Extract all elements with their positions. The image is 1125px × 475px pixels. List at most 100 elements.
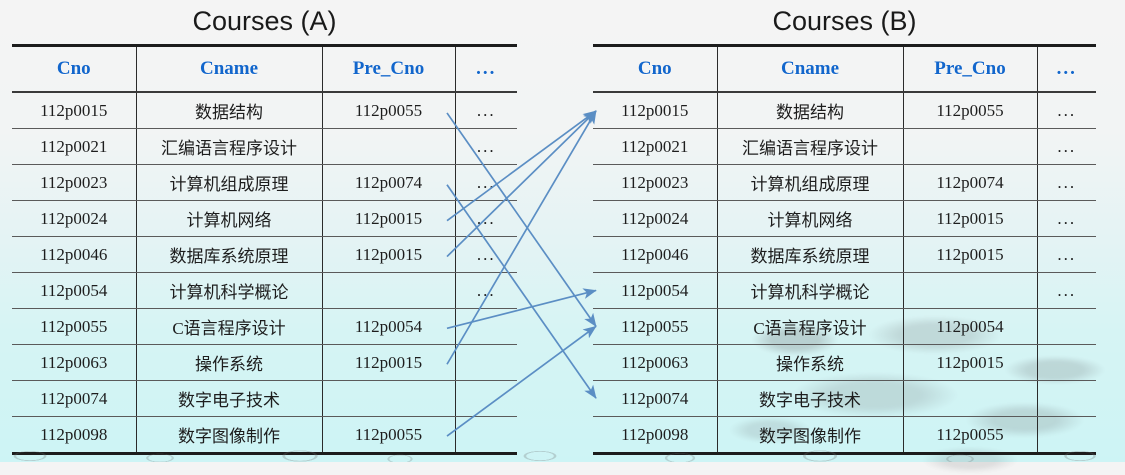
table-b-r0-cname: 数据结构 bbox=[717, 92, 904, 129]
table-b-r4-cno: 112p0046 bbox=[593, 236, 718, 273]
table-b-r6-cname: C语言程序设计 bbox=[717, 308, 904, 345]
table-b-r4-cname: 数据库系统原理 bbox=[717, 236, 904, 273]
table-b-r3-more: ... bbox=[1037, 200, 1096, 237]
table-b-r3-cname: 计算机网络 bbox=[717, 200, 904, 237]
table-a-r4-cno: 112p0046 bbox=[12, 236, 137, 273]
table-a-r1-cno: 112p0021 bbox=[12, 128, 137, 165]
table-b-r9-more bbox=[1037, 417, 1096, 454]
table-a-r2-more: ... bbox=[455, 164, 517, 201]
table-b-col-more[interactable]: ... bbox=[1037, 45, 1096, 93]
table-b-r3-cno: 112p0024 bbox=[593, 200, 718, 237]
table-a-r5-cname: 计算机科学概论 bbox=[136, 272, 323, 309]
table-b-r5-cname: 计算机科学概论 bbox=[717, 272, 904, 309]
table-a-r8-more bbox=[455, 380, 517, 417]
table-a-r2-cname: 计算机组成原理 bbox=[136, 164, 323, 201]
table-b-r2-more: ... bbox=[1037, 164, 1096, 201]
table-a-r6-cno: 112p0055 bbox=[12, 308, 137, 345]
table-a-r1-pre-cno bbox=[322, 128, 456, 165]
table-b-r9-cno: 112p0098 bbox=[593, 416, 718, 454]
table-a-r5-cno: 112p0054 bbox=[12, 272, 137, 309]
table-a-r3-more: ... bbox=[455, 200, 517, 237]
table-a-r4-more: ... bbox=[455, 236, 517, 273]
table-a-r8-pre-cno bbox=[322, 380, 456, 417]
table-a-r7-pre-cno: 112p0015 bbox=[322, 344, 456, 381]
courses-table-a-block: Courses (A) Cno Cname Pre_Cno ... 112p00… bbox=[12, 0, 517, 455]
table-a-col-more[interactable]: ... bbox=[455, 45, 517, 93]
table-a-r7-more bbox=[455, 344, 517, 381]
table-b-r4-more: ... bbox=[1037, 236, 1096, 273]
table-a-r2-cno: 112p0023 bbox=[12, 164, 137, 201]
table-b-col-cname[interactable]: Cname bbox=[717, 45, 904, 93]
table-a-r7-cname: 操作系统 bbox=[136, 344, 323, 381]
table-b-r1-cname: 汇编语言程序设计 bbox=[717, 128, 904, 165]
table-b-r1-pre-cno bbox=[903, 128, 1038, 165]
table-a-r6-more bbox=[455, 308, 517, 345]
table-b-col-pre-cno[interactable]: Pre_Cno bbox=[903, 45, 1038, 93]
table-b-r5-more: ... bbox=[1037, 272, 1096, 309]
table-a-r7-cno: 112p0063 bbox=[12, 344, 137, 381]
table-b-r9-pre-cno: 112p0055 bbox=[903, 416, 1038, 454]
table-b-r5-cno: 112p0054 bbox=[593, 272, 718, 309]
table-a-r8-cno: 112p0074 bbox=[12, 380, 137, 417]
table-a-r0-cno: 112p0015 bbox=[12, 92, 137, 129]
table-b-r3-pre-cno: 112p0015 bbox=[903, 200, 1038, 237]
table-b-r4-pre-cno: 112p0015 bbox=[903, 236, 1038, 273]
table-b-r8-more bbox=[1037, 380, 1096, 417]
table-b-r2-cname: 计算机组成原理 bbox=[717, 164, 904, 201]
table-a-r0-cname: 数据结构 bbox=[136, 92, 323, 129]
table-a-r5-pre-cno bbox=[322, 272, 456, 309]
table-a-r8-cname: 数字电子技术 bbox=[136, 380, 323, 417]
table-a-col-cno[interactable]: Cno bbox=[12, 45, 137, 93]
table-b-r8-cno: 112p0074 bbox=[593, 380, 718, 417]
table-b-r7-cno: 112p0063 bbox=[593, 344, 718, 381]
table-b-r6-cno: 112p0055 bbox=[593, 308, 718, 345]
table-a-r3-cname: 计算机网络 bbox=[136, 200, 323, 237]
table-b-r6-more bbox=[1037, 308, 1096, 345]
table-a-r5-more: ... bbox=[455, 272, 517, 309]
table-b-r6-pre-cno: 112p0054 bbox=[903, 308, 1038, 345]
table-b-col-cno[interactable]: Cno bbox=[593, 45, 718, 93]
table-a-r9-cno: 112p0098 bbox=[12, 416, 137, 454]
table-b-r9-cname: 数字图像制作 bbox=[717, 416, 904, 454]
table-b-r5-pre-cno bbox=[903, 272, 1038, 309]
table-b-r8-pre-cno bbox=[903, 380, 1038, 417]
table-a-r1-cname: 汇编语言程序设计 bbox=[136, 128, 323, 165]
table-a-col-pre-cno[interactable]: Pre_Cno bbox=[322, 45, 456, 93]
courses-table-b-block: Courses (B) Cno Cname Pre_Cno ... 112p00… bbox=[593, 0, 1096, 455]
table-a-r4-pre-cno: 112p0015 bbox=[322, 236, 456, 273]
table-a-r2-pre-cno: 112p0074 bbox=[322, 164, 456, 201]
table-b-r1-more: ... bbox=[1037, 128, 1096, 165]
table-b-r2-pre-cno: 112p0074 bbox=[903, 164, 1038, 201]
table-b-r8-cname: 数字电子技术 bbox=[717, 380, 904, 417]
table-a-r4-cname: 数据库系统原理 bbox=[136, 236, 323, 273]
table-b-r0-cno: 112p0015 bbox=[593, 92, 718, 129]
table-a-col-cname[interactable]: Cname bbox=[136, 45, 323, 93]
table-a-title: Courses (A) bbox=[192, 6, 337, 36]
table-b-r0-pre-cno: 112p0055 bbox=[903, 92, 1038, 129]
table-a-r0-more: ... bbox=[455, 92, 517, 129]
table-b-r7-cname: 操作系统 bbox=[717, 344, 904, 381]
